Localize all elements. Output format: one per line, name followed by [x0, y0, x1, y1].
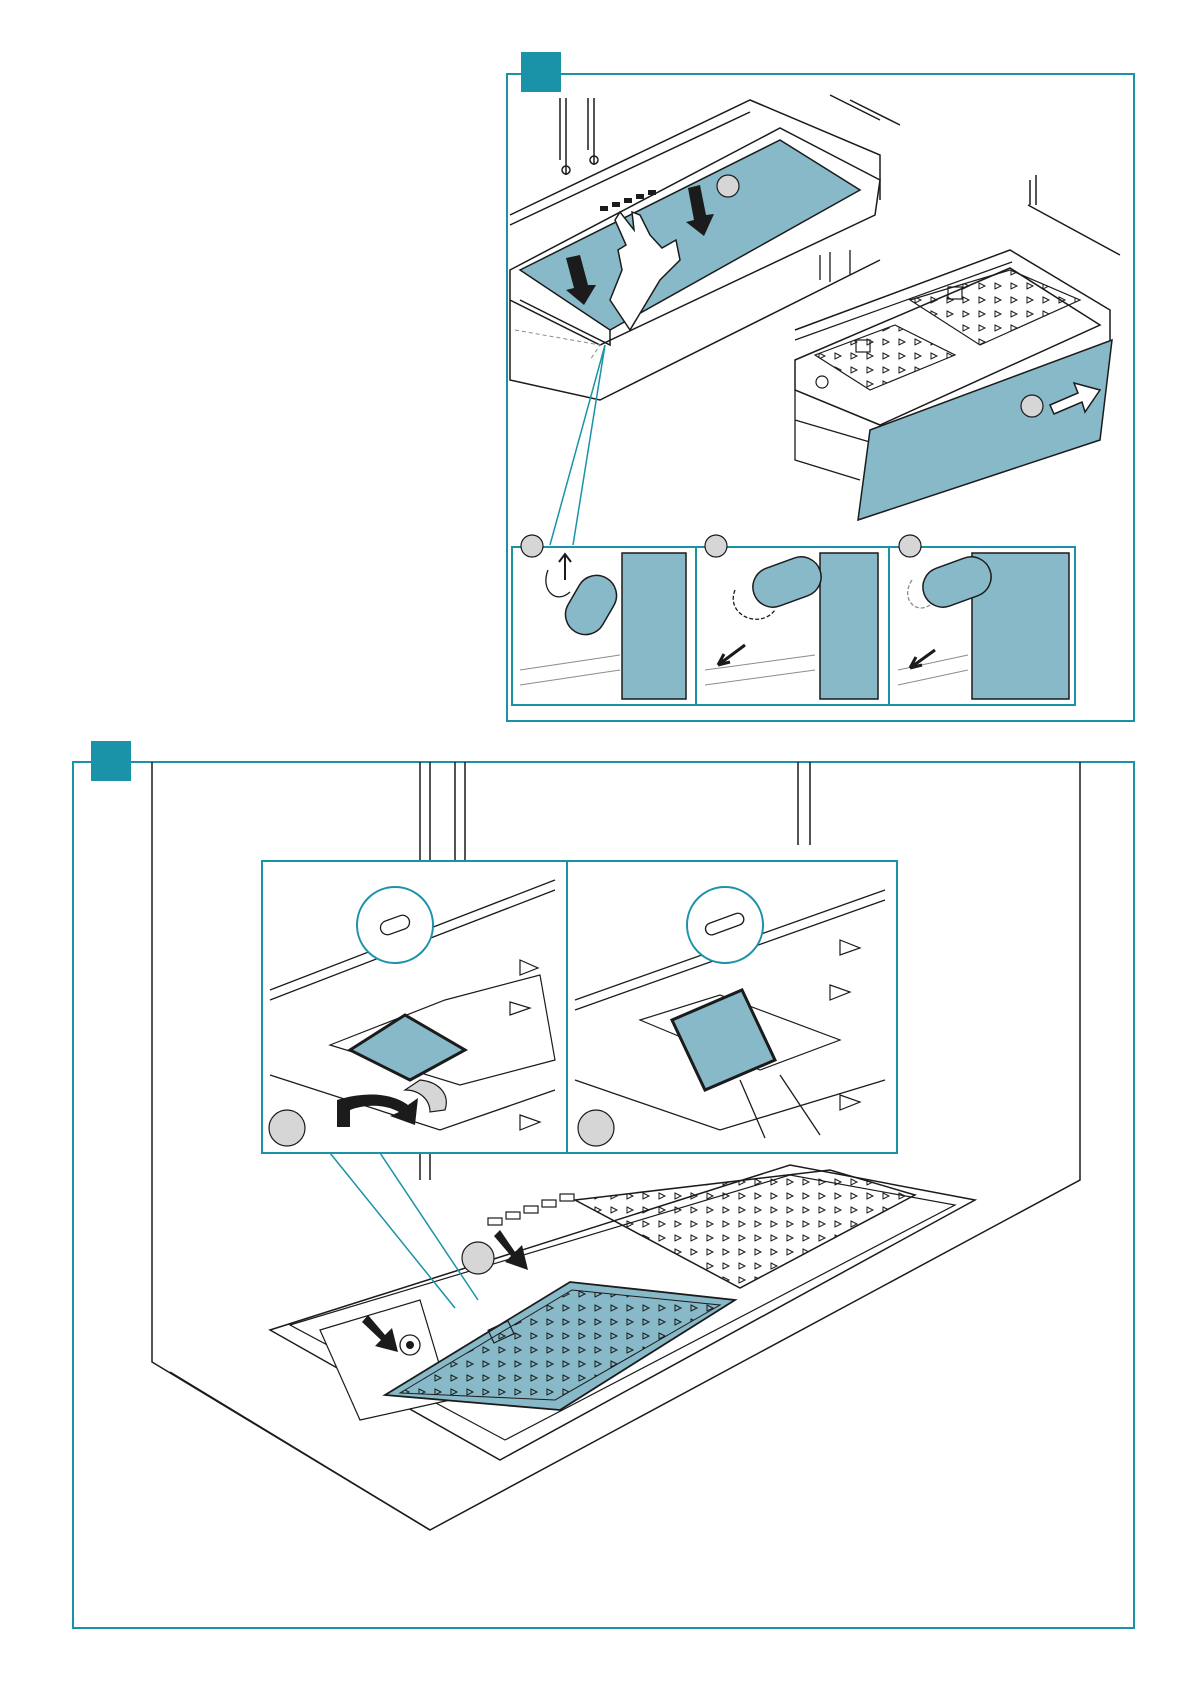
step-marker [899, 535, 921, 557]
figure-1 [507, 52, 1134, 721]
latch-detail-panels [512, 535, 1075, 705]
figure-1-badge [521, 52, 561, 92]
figure-2-badge [91, 741, 131, 781]
step-marker [269, 1110, 305, 1146]
step-marker [705, 535, 727, 557]
callout-leader-lines [550, 345, 605, 545]
figure-2 [73, 741, 1134, 1628]
step-marker [462, 1242, 494, 1274]
odor-filter-detail-panels [262, 861, 897, 1153]
step-marker [521, 535, 543, 557]
step-marker [717, 175, 739, 197]
step-marker [1021, 395, 1043, 417]
step-marker [578, 1110, 614, 1146]
control-buttons [488, 1194, 574, 1225]
